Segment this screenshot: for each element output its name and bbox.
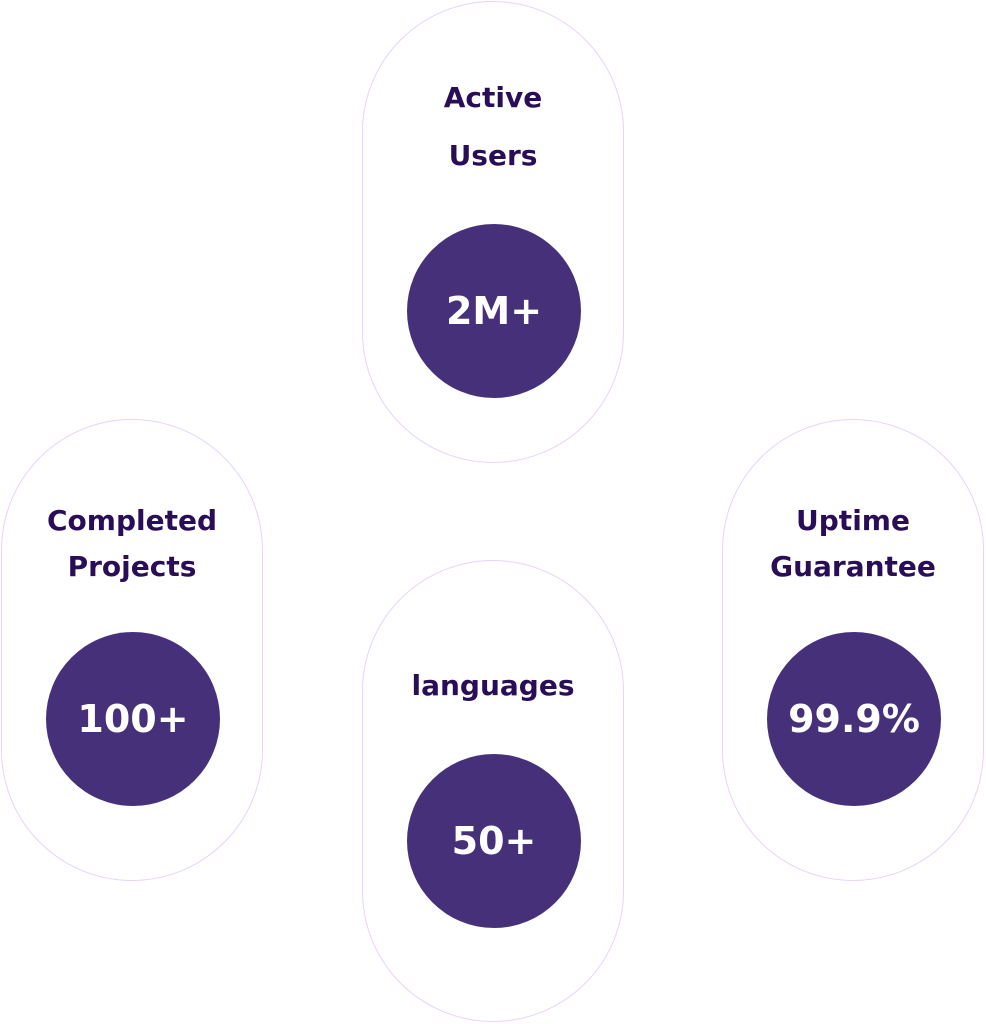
stat-card-languages: languages 50+ xyxy=(362,560,624,1022)
stat-label-line2: Guarantee xyxy=(770,550,936,583)
stat-value-circle: 100+ xyxy=(46,632,220,806)
stat-label-line1: Active xyxy=(443,81,543,114)
stat-label-line2: Users xyxy=(448,139,538,172)
stat-card-completed-projects: Completed Projects 100+ xyxy=(1,419,263,881)
stat-value: 50+ xyxy=(451,819,537,863)
stat-card-active-users: Active Users 2M+ xyxy=(362,1,624,463)
stat-label-line1: languages xyxy=(411,669,575,702)
stat-value: 99.9% xyxy=(788,697,920,741)
stat-card-uptime-guarantee: Uptime Guarantee 99.9% xyxy=(722,419,984,881)
stat-label-line1: Completed xyxy=(46,504,217,537)
stat-label-line1: Uptime xyxy=(796,504,910,537)
stat-value-circle: 99.9% xyxy=(767,632,941,806)
stat-value-circle: 2M+ xyxy=(407,224,581,398)
stat-value-circle: 50+ xyxy=(407,754,581,928)
stat-label-line2: Projects xyxy=(67,550,197,583)
stat-value: 2M+ xyxy=(445,289,543,333)
stat-value: 100+ xyxy=(77,697,189,741)
